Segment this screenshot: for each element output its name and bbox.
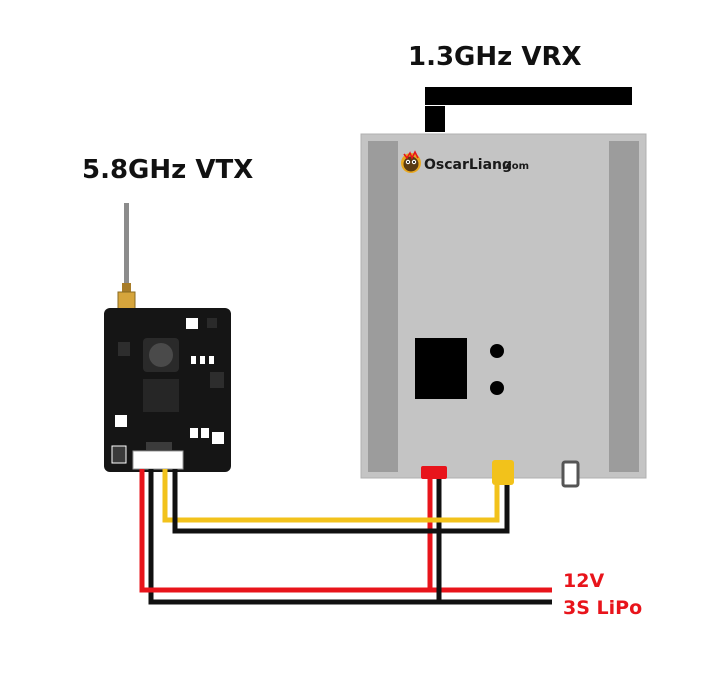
owl-logo-icon xyxy=(401,150,421,173)
vrx-body xyxy=(360,133,647,479)
power-voltage-label: 12V xyxy=(563,570,605,592)
vrx-receiver: OscarLiang .com xyxy=(360,87,647,488)
vtx-main-chip xyxy=(143,379,179,412)
vtx-pad-top-b xyxy=(207,318,217,328)
vtx-pads-mid-c xyxy=(209,356,214,364)
vtx-pad-left xyxy=(115,415,127,427)
vtx-pads-mid xyxy=(191,356,196,364)
vrx-right-rail xyxy=(609,141,639,472)
vrx-power-port xyxy=(421,466,447,479)
vtx-wire-connector xyxy=(132,450,184,470)
vtx-antenna-base xyxy=(122,283,131,293)
vtx-chip-small xyxy=(118,342,130,356)
vtx-side-chip xyxy=(210,372,224,388)
vtx-button xyxy=(111,445,127,464)
wire-ground-main xyxy=(148,469,552,605)
vrx-video-port xyxy=(492,460,514,485)
vtx-pad-right-b xyxy=(201,428,209,438)
logo-name: OscarLiang xyxy=(424,157,512,173)
wire-video-signal xyxy=(162,469,500,523)
wiring xyxy=(139,469,552,605)
vtx-pads-mid-b xyxy=(200,356,205,364)
vtx-title: 5.8GHz VTX xyxy=(82,155,254,185)
vtx-pad-top-a xyxy=(186,318,198,329)
vrx-side-port xyxy=(561,460,580,488)
vrx-button-top xyxy=(490,344,504,358)
vrx-antenna-mount xyxy=(425,106,445,132)
vrx-left-rail xyxy=(368,141,398,472)
power-source-label: 3S LiPo xyxy=(563,597,643,619)
wire-positive-main xyxy=(139,469,552,593)
vrx-title: 1.3GHz VRX xyxy=(408,42,582,72)
vrx-button-bottom xyxy=(490,381,504,395)
logo-suffix: .com xyxy=(502,161,529,172)
wire-video-ground xyxy=(172,469,510,534)
vtx-transmitter xyxy=(104,203,231,472)
vtx-pad-right-a xyxy=(190,428,198,438)
vrx-antenna-bar xyxy=(425,87,632,105)
vtx-pad-right-c xyxy=(212,432,224,444)
vtx-crystal xyxy=(149,343,173,367)
vtx-antenna-wire xyxy=(124,203,129,285)
vrx-screen xyxy=(415,338,467,399)
vtx-connector-pins xyxy=(146,442,172,450)
